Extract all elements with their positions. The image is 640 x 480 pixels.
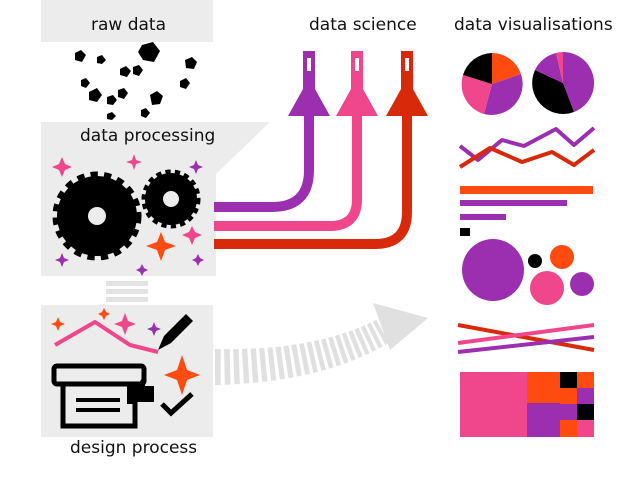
design-process-panel <box>41 305 213 437</box>
arrow-segment <box>334 334 349 364</box>
design-to-visualisation-arrow <box>214 303 428 385</box>
arrow-segment <box>291 344 302 377</box>
raw-data-label: raw data <box>91 15 167 35</box>
raw-data-panel <box>41 0 213 120</box>
gear-small-icon <box>141 169 201 229</box>
gear-large-icon <box>52 171 142 261</box>
arrow-segment <box>372 319 389 345</box>
arrow-segment <box>299 342 310 375</box>
funnel-red <box>386 51 428 116</box>
arrow-segment <box>321 338 334 369</box>
pencil-icon <box>158 314 193 350</box>
arrow-segment <box>366 322 383 349</box>
arrow-segment <box>275 346 285 380</box>
arrow-segment <box>341 332 356 361</box>
visualisation-bubble-chart <box>462 239 594 305</box>
arrow-segment <box>241 348 250 384</box>
raw-data-particles <box>75 42 197 120</box>
printer-icon <box>51 363 147 429</box>
arrow-segment <box>224 349 231 385</box>
pipe-pink <box>214 106 362 231</box>
arrow-head <box>373 303 428 350</box>
sparkle-orange-large <box>164 355 200 395</box>
visualisation-treemap <box>460 372 594 437</box>
data-visualisations-label: data visualisations <box>454 15 613 35</box>
data-processing-label: data processing <box>80 126 216 146</box>
arrow-segment <box>267 347 277 381</box>
sketch-line <box>54 320 159 354</box>
stack-connector <box>106 281 148 302</box>
data-science-pipes <box>214 51 428 249</box>
pipe-purple <box>214 106 314 212</box>
processing-sparkles <box>52 154 204 276</box>
arrow-segment <box>354 327 370 356</box>
data-processing-panel <box>41 122 270 276</box>
check-icon <box>160 392 194 417</box>
funnel-pink <box>336 51 378 116</box>
arrow-segment <box>250 348 259 383</box>
arrow-segment <box>360 325 377 352</box>
visualisation-line-chart <box>458 126 596 169</box>
pie-chart-right <box>532 51 595 114</box>
data-science-label: data science <box>309 15 417 35</box>
thumbs-up-icon <box>127 378 154 404</box>
arrow-segment <box>348 330 363 359</box>
arrow-segment <box>214 348 221 385</box>
arrow-segment <box>328 336 342 367</box>
funnel-purple <box>288 51 330 116</box>
arrow-segment <box>313 340 326 371</box>
design-process-label: design process <box>70 438 198 458</box>
arrow-segment <box>259 347 268 382</box>
visualisation-crossing-lines <box>457 323 595 354</box>
pipe-red <box>214 106 412 249</box>
visualisation-pie-charts <box>461 51 595 115</box>
visualisation-bar-chart <box>460 186 593 236</box>
arrow-segment <box>283 345 294 379</box>
arrow-segment <box>233 348 240 385</box>
pie-chart-left <box>461 53 523 115</box>
arrow-segment <box>306 341 319 373</box>
